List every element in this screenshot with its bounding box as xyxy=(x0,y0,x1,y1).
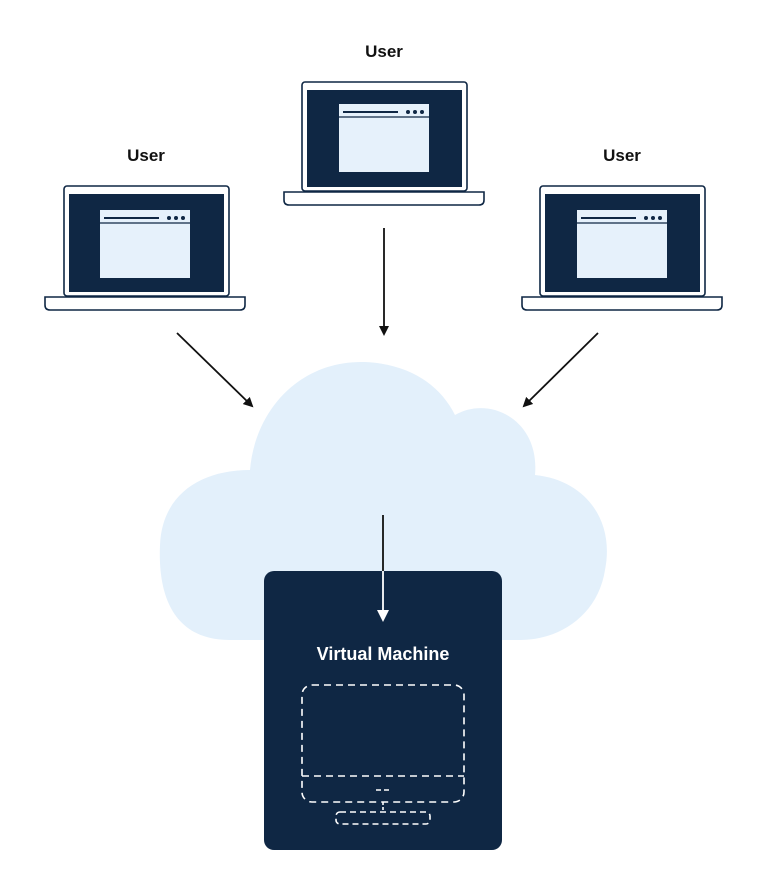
browser-window-icon xyxy=(100,210,190,278)
virtual-machine-title: Virtual Machine xyxy=(316,644,450,664)
arrow-right-to-cloud xyxy=(522,332,599,408)
user-label-center: User xyxy=(365,42,403,61)
cloud-icon xyxy=(159,361,607,640)
laptop-icon xyxy=(44,185,246,311)
virtual-machine-box xyxy=(264,571,502,850)
laptop-icon xyxy=(283,81,485,206)
user-label-right: User xyxy=(603,146,641,165)
desktop-monitor-icon xyxy=(301,684,465,812)
keyboard-icon xyxy=(335,811,431,825)
laptop-icon xyxy=(521,185,723,311)
arrow-left-to-cloud xyxy=(176,332,254,408)
browser-window-icon xyxy=(339,104,429,172)
browser-window-icon xyxy=(577,210,667,278)
user-label-left: User xyxy=(127,146,165,165)
